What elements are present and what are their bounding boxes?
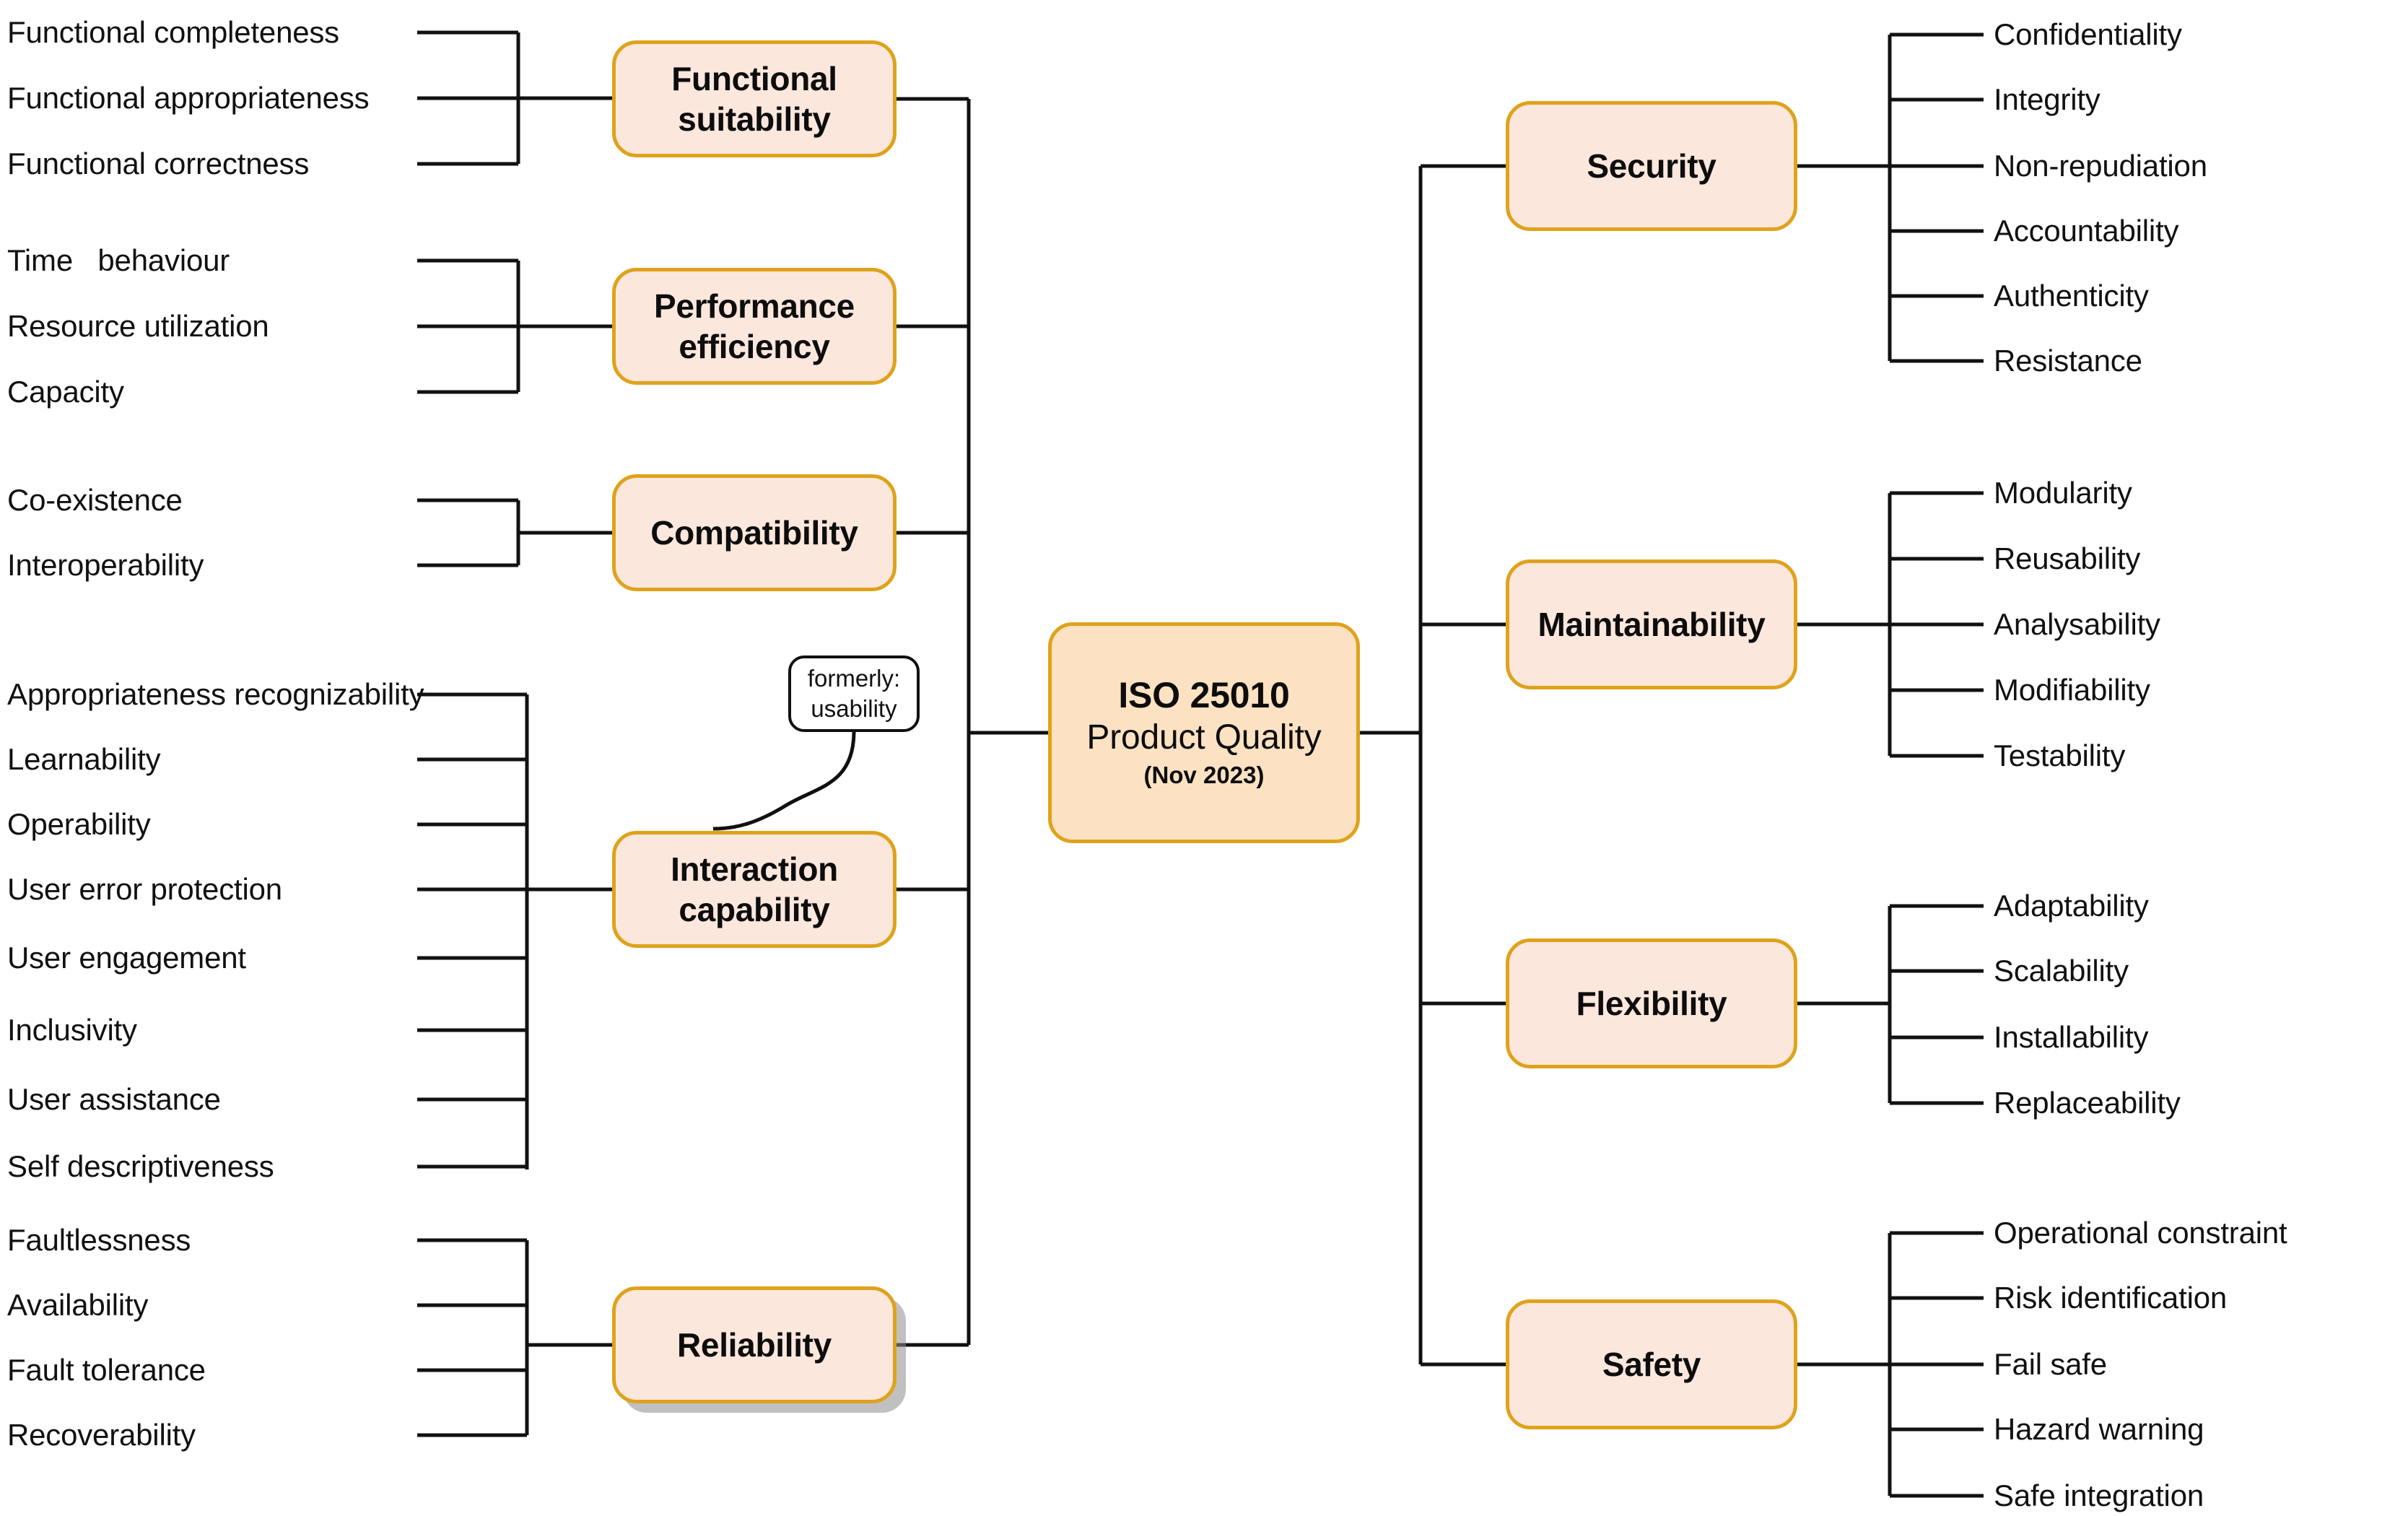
callout-line-1: formerly: bbox=[807, 664, 901, 692]
sub-characteristic-label: User engagement bbox=[7, 941, 246, 975]
sub-characteristic-label: Inclusivity bbox=[7, 1013, 137, 1047]
sub-characteristic-label: Operational constraint bbox=[1994, 1216, 2287, 1250]
sub-characteristic-label: Self descriptiveness bbox=[7, 1149, 274, 1183]
characteristic-label: Safety bbox=[1602, 1345, 1701, 1383]
sub-characteristic-label: Capacity bbox=[7, 375, 124, 409]
sub-characteristic-label: Fail safe bbox=[1994, 1347, 2107, 1381]
characteristic-box-safety[interactable]: Safety bbox=[1506, 1299, 1797, 1429]
characteristic-box-security[interactable]: Security bbox=[1506, 101, 1797, 231]
characteristic-box-compatibility[interactable]: Compatibility bbox=[612, 474, 897, 591]
sub-characteristic-label: Functional appropriateness bbox=[7, 81, 370, 115]
sub-characteristic-label: Reusability bbox=[1994, 541, 2141, 575]
sub-characteristic-label: Analysability bbox=[1994, 607, 2160, 641]
sub-characteristic-label: Safe integration bbox=[1994, 1478, 2204, 1512]
center-node-subtitle: Product Quality bbox=[1086, 718, 1322, 757]
sub-characteristic-label: Resistance bbox=[1994, 344, 2142, 378]
center-node-title: ISO 25010 bbox=[1118, 675, 1290, 716]
sub-characteristic-label: Faultlessness bbox=[7, 1223, 191, 1257]
sub-characteristic-label: Accountability bbox=[1994, 214, 2179, 248]
characteristic-label: Maintainability bbox=[1537, 605, 1766, 643]
characteristic-label: Interaction capability bbox=[671, 850, 838, 928]
sub-characteristic-label: Recoverability bbox=[7, 1418, 196, 1452]
characteristic-label: Compatibility bbox=[650, 513, 858, 552]
characteristic-box-interaction-capability[interactable]: Interaction capability bbox=[612, 831, 897, 948]
callout-formerly-usability: formerly: usability bbox=[788, 655, 920, 732]
sub-characteristic-label: Replaceability bbox=[1994, 1086, 2181, 1120]
characteristic-box-reliability[interactable]: Reliability bbox=[612, 1286, 897, 1403]
sub-characteristic-label: Availability bbox=[7, 1288, 149, 1322]
sub-characteristic-label: Modifiability bbox=[1994, 673, 2150, 707]
characteristic-label: Performance efficiency bbox=[654, 287, 855, 365]
sub-characteristic-label: Time behaviour bbox=[7, 243, 230, 277]
sub-characteristic-label: Fault tolerance bbox=[7, 1353, 206, 1387]
callout-line-2: usability bbox=[811, 695, 897, 722]
sub-characteristic-label: User error protection bbox=[7, 872, 282, 906]
sub-characteristic-label: Authenticity bbox=[1994, 279, 2149, 313]
sub-characteristic-label: User assistance bbox=[7, 1082, 221, 1116]
sub-characteristic-label: Risk identification bbox=[1994, 1281, 2228, 1315]
sub-characteristic-label: Integrity bbox=[1994, 82, 2101, 116]
center-node-iso-25010[interactable]: ISO 25010 Product Quality (Nov 2023) bbox=[1048, 622, 1360, 843]
sub-characteristic-label: Learnability bbox=[7, 742, 161, 776]
sub-characteristic-label: Functional completeness bbox=[7, 15, 339, 49]
sub-characteristic-label: Interoperability bbox=[7, 548, 204, 582]
characteristic-box-performance-efficiency[interactable]: Performance efficiency bbox=[612, 268, 897, 385]
sub-characteristic-label: Functional correctness bbox=[7, 147, 310, 180]
sub-characteristic-label: Confidentiality bbox=[1994, 17, 2182, 51]
characteristic-label: Security bbox=[1587, 147, 1716, 185]
sub-characteristic-label: Adaptability bbox=[1994, 889, 2149, 923]
sub-characteristic-label: Resource utilization bbox=[7, 309, 269, 343]
sub-characteristic-label: Hazard warning bbox=[1994, 1412, 2204, 1446]
sub-characteristic-label: Testability bbox=[1994, 739, 2126, 772]
characteristic-box-flexibility[interactable]: Flexibility bbox=[1506, 938, 1797, 1068]
characteristic-box-maintainability[interactable]: Maintainability bbox=[1506, 559, 1797, 689]
sub-characteristic-label: Modularity bbox=[1994, 476, 2132, 510]
center-node-date: (Nov 2023) bbox=[1143, 761, 1265, 788]
sub-characteristic-label: Co-existence bbox=[7, 483, 183, 517]
characteristic-label: Flexibility bbox=[1576, 984, 1727, 1022]
sub-characteristic-label: Scalability bbox=[1994, 954, 2129, 988]
characteristic-label: Reliability bbox=[677, 1325, 832, 1364]
sub-characteristic-label: Appropriateness recognizability bbox=[7, 677, 424, 711]
characteristic-label: Functional suitability bbox=[671, 59, 837, 138]
sub-characteristic-label: Installability bbox=[1994, 1020, 2149, 1054]
sub-characteristic-label: Operability bbox=[7, 807, 151, 841]
sub-characteristic-label: Non-repudiation bbox=[1994, 149, 2207, 183]
characteristic-box-functional-suitability[interactable]: Functional suitability bbox=[612, 40, 897, 157]
